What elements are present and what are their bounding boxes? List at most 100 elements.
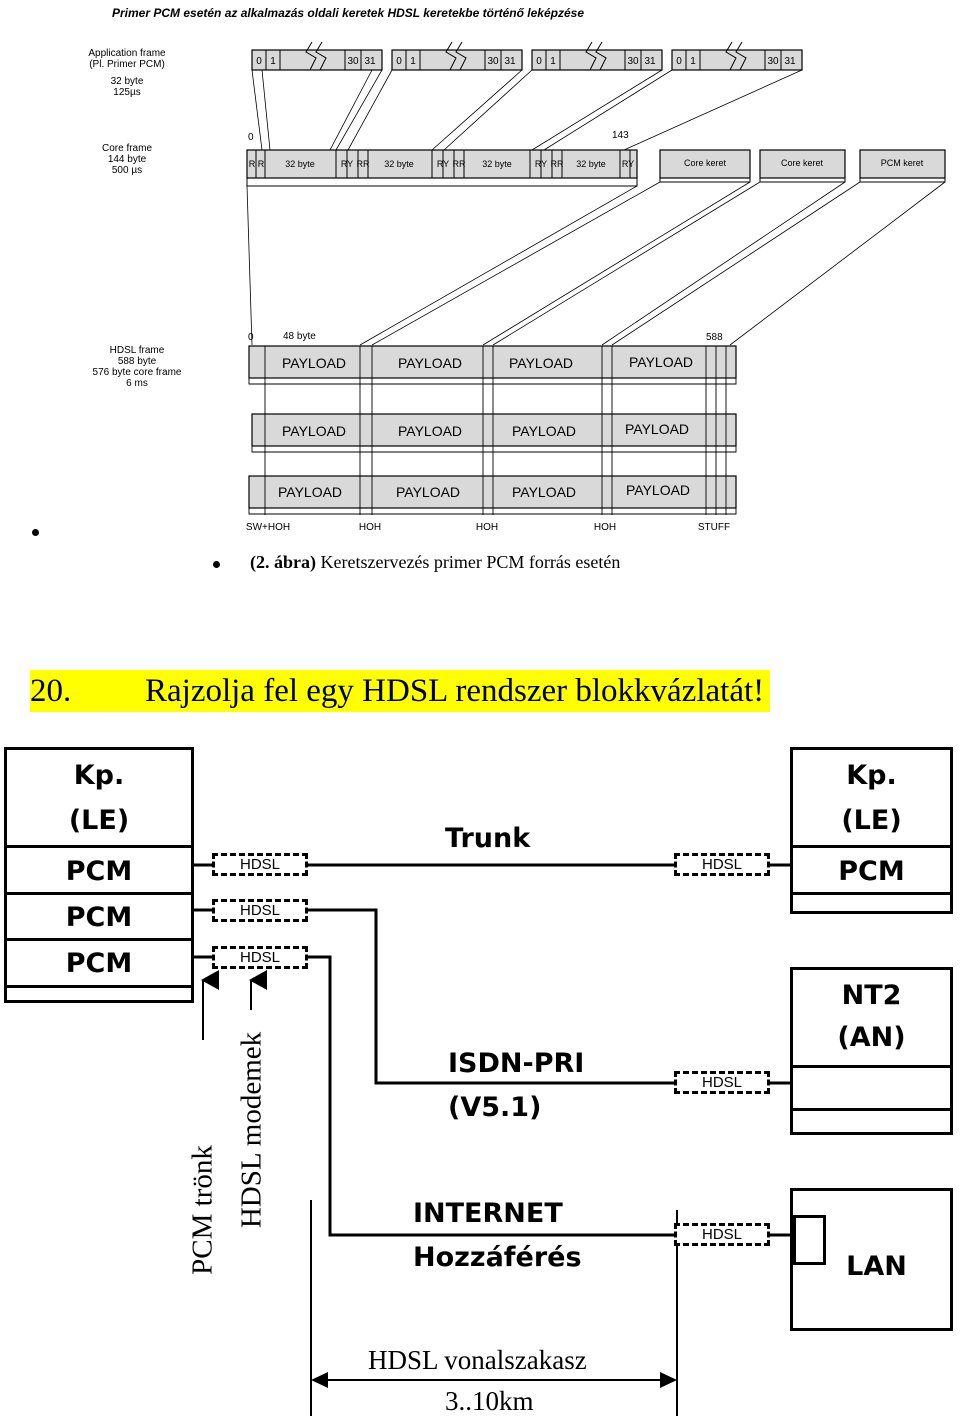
- payload: PAYLOAD: [509, 355, 573, 371]
- svg-text:32 byte: 32 byte: [482, 159, 512, 169]
- app-cell-31: 31: [784, 56, 796, 67]
- core-box-label: PCM keret: [881, 158, 924, 168]
- payload: PAYLOAD: [625, 421, 689, 437]
- payload: PAYLOAD: [278, 484, 342, 500]
- left-pcm-3: PCM: [65, 948, 133, 979]
- left-box-title1: Kp.: [73, 760, 125, 791]
- svg-text:32 byte: 32 byte: [576, 159, 606, 169]
- svg-text:32 byte: 32 byte: [285, 159, 315, 169]
- application-frame-label: Application frame(Pl. Primer PCM) 32 byt…: [88, 48, 166, 98]
- payload: PAYLOAD: [629, 354, 693, 370]
- payload: PAYLOAD: [282, 423, 346, 439]
- pcm-tronk-label: PCM trönk: [186, 1145, 219, 1275]
- overhead-label: STUFF: [698, 522, 730, 533]
- hdsl-modem: HDSL: [674, 853, 770, 876]
- nt2-title1: NT2: [841, 980, 902, 1011]
- app-cell-0: 0: [676, 56, 682, 67]
- app-cell-30: 30: [487, 56, 499, 67]
- payload: PAYLOAD: [512, 484, 576, 500]
- payload: PAYLOAD: [282, 355, 346, 371]
- payload: PAYLOAD: [398, 423, 462, 439]
- app-cell-0: 0: [396, 56, 402, 67]
- bullet: [213, 561, 220, 568]
- hdsl-block-diagram: Kp. (LE) PCM PCM PCM Kp. (LE) PCM NT2 (A…: [0, 740, 960, 1416]
- svg-text:R: R: [249, 159, 256, 169]
- question-text: Rajzolja fel egy HDSL rendszer blokkvázl…: [145, 673, 765, 709]
- internet-label: INTERNET: [413, 1198, 563, 1229]
- right-pcm: PCM: [838, 856, 905, 887]
- left-pcm-2: PCM: [65, 902, 133, 933]
- app-cell-0: 0: [536, 56, 542, 67]
- core-start: 0: [248, 132, 254, 143]
- app-cell-0: 0: [256, 56, 262, 67]
- access-label: Hozzáférés: [413, 1242, 582, 1273]
- overhead-label: HOH: [476, 522, 498, 533]
- hdsl-modem: HDSL: [212, 853, 308, 876]
- figure-caption: (2. ábra) Keretszervezés primer PCM forr…: [250, 552, 620, 573]
- app-cell-31: 31: [644, 56, 656, 67]
- svg-text:RY: RY: [622, 159, 634, 169]
- overhead-label: HOH: [359, 522, 381, 533]
- app-cell-1: 1: [270, 56, 276, 67]
- hdsl-start: 0: [248, 332, 254, 343]
- hdsl-modem: HDSL: [212, 899, 308, 922]
- svg-text:RR: RR: [357, 159, 370, 169]
- app-cell-1: 1: [690, 56, 696, 67]
- caption-number: (2. ábra): [250, 552, 316, 572]
- lan-title: LAN: [846, 1251, 907, 1282]
- svg-text:RY: RY: [437, 159, 449, 169]
- hdsl-modem: HDSL: [674, 1071, 770, 1094]
- nt2-box: NT2 (AN): [790, 967, 953, 1135]
- question-heading: 20. Rajzolja fel egy HDSL rendszer blokkv…: [30, 670, 771, 712]
- nt2-title2: (AN): [837, 1022, 906, 1053]
- figure-title: Primer PCM esetén az alkalmazás oldali k…: [112, 6, 584, 20]
- trunk-label: Trunk: [445, 823, 531, 854]
- payload: PAYLOAD: [512, 423, 576, 439]
- overhead-label: HOH: [594, 522, 616, 533]
- payload: PAYLOAD: [396, 484, 460, 500]
- right-exchange-box: Kp. (LE) PCM: [790, 747, 953, 914]
- left-exchange-box: Kp. (LE) PCM PCM PCM: [4, 747, 194, 1003]
- core-frame: [246, 149, 946, 179]
- app-cell-30: 30: [347, 56, 359, 67]
- svg-text:R: R: [258, 159, 265, 169]
- svg-text:RY: RY: [341, 159, 353, 169]
- bullet: [32, 529, 39, 536]
- hdsl-end: 588: [706, 332, 723, 343]
- lan-port: [793, 1215, 826, 1265]
- payload: PAYLOAD: [626, 482, 690, 498]
- app-cell-1: 1: [410, 56, 416, 67]
- app-cell-30: 30: [767, 56, 779, 67]
- app-cell-30: 30: [627, 56, 639, 67]
- svg-text:RY: RY: [535, 159, 547, 169]
- app-cell-31: 31: [504, 56, 516, 67]
- v51-label: (V5.1): [448, 1092, 542, 1123]
- lan-box: LAN: [790, 1188, 953, 1331]
- left-pcm-1: PCM: [65, 856, 133, 887]
- core-box-label: Core keret: [781, 158, 824, 168]
- svg-text:32 byte: 32 byte: [384, 159, 414, 169]
- svg-text:RR: RR: [551, 159, 564, 169]
- right-box-title2: (LE): [841, 805, 902, 836]
- core-box-label: Core keret: [684, 158, 727, 168]
- hdsl-modem: HDSL: [212, 946, 308, 969]
- distance-label: 3..10km: [445, 1386, 534, 1416]
- hdsl-modemek-label: HDSL modemek: [235, 1031, 268, 1229]
- frame-mapping-figure: Primer PCM esetén az alkalmazás oldali k…: [0, 0, 960, 540]
- left-box-title2: (LE): [68, 805, 130, 836]
- core-end: 143: [612, 130, 629, 141]
- overhead-label: SW+HOH: [246, 522, 290, 533]
- application-frames: [251, 49, 803, 71]
- question-number: 20.: [30, 673, 72, 709]
- right-box-title1: Kp.: [846, 760, 897, 791]
- line-section-label: HDSL vonalszakasz: [368, 1345, 587, 1375]
- hdsl-frame-rows: [248, 345, 737, 509]
- hdsl-modem: HDSL: [674, 1223, 770, 1246]
- app-cell-31: 31: [364, 56, 376, 67]
- svg-text:RR: RR: [453, 159, 466, 169]
- app-cell-1: 1: [550, 56, 556, 67]
- payload: PAYLOAD: [398, 355, 462, 371]
